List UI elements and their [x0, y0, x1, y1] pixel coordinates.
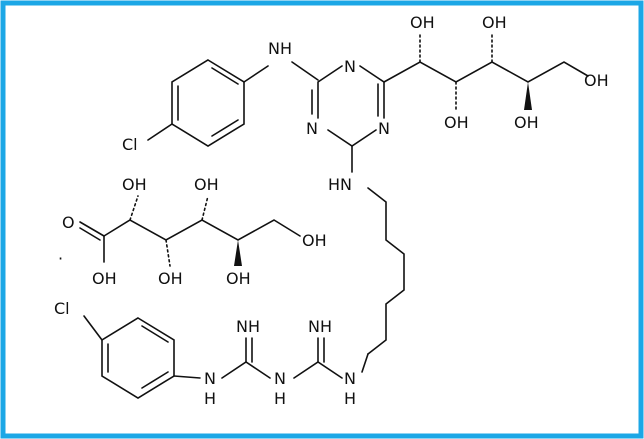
- label-oh-t2: OH: [444, 113, 469, 132]
- label-oh-t1: OH: [410, 13, 435, 32]
- top-phenyl-ring: [171, 59, 245, 147]
- label-oh-l3: OH: [194, 175, 219, 194]
- bond-biguanide-linker: [361, 353, 369, 373]
- bond-c-o: [79, 221, 105, 237]
- wedge-oh-t4: [524, 82, 532, 110]
- bottom-phenyl-ring: [101, 317, 175, 399]
- label-o-acid: O: [62, 213, 75, 232]
- bond-cl-top: [147, 123, 173, 141]
- bond-nh-triazine: [291, 61, 319, 81]
- label-n-big1: N: [204, 369, 216, 388]
- label-h-big2: H: [274, 389, 286, 408]
- label-cl-bottom: Cl: [54, 299, 70, 318]
- label-nh-imine2: NH: [308, 317, 332, 336]
- label-oh-l2: OH: [158, 269, 183, 288]
- triazine-ring: [311, 65, 385, 147]
- label-oh-acid: OH: [92, 269, 117, 288]
- bond-ring-nh: [243, 65, 269, 83]
- label-oh-t3: OH: [482, 13, 507, 32]
- label-h-big1: H: [204, 389, 216, 408]
- label-oh-t5: OH: [584, 71, 609, 90]
- label-oh-t4: OH: [514, 113, 539, 132]
- label-n-ring-left: N: [306, 119, 318, 138]
- wedge-oh-l4: [234, 240, 242, 266]
- label-nh-top: NH: [268, 39, 292, 58]
- atom-labels: NH N N N Cl OH OH OH OH OH HN O · OH OH …: [54, 13, 609, 408]
- label-cl-top: Cl: [122, 135, 138, 154]
- bond-oh-l1: [129, 195, 139, 221]
- label-hn-chain: HN: [328, 175, 352, 194]
- label-h-big3: H: [344, 389, 356, 408]
- bottom-phenyl-double-bonds: [107, 325, 169, 389]
- bond-oh-l2: [165, 239, 171, 267]
- label-n-ring-bottom: N: [378, 119, 390, 138]
- gluconate-chain: [103, 219, 301, 241]
- top-sugar-chain: [383, 61, 589, 83]
- label-dot: ·: [58, 249, 63, 268]
- label-oh-l1: OH: [122, 175, 147, 194]
- bond-ring-nh-bottom: [173, 375, 201, 379]
- bonds: [79, 33, 589, 399]
- top-phenyl-double-bonds: [177, 67, 239, 137]
- label-oh-l5: OH: [302, 231, 327, 250]
- bond-oh-l3: [201, 195, 209, 221]
- bond-c-o-double: [79, 227, 101, 241]
- label-oh-l4: OH: [226, 269, 251, 288]
- hexyl-chain: [367, 187, 405, 355]
- label-n-ring-top: N: [344, 57, 356, 76]
- bond-cl-bottom: [83, 315, 103, 341]
- label-nh-imine1: NH: [236, 317, 260, 336]
- label-n-big2: N: [274, 369, 286, 388]
- label-n-big3: N: [344, 369, 356, 388]
